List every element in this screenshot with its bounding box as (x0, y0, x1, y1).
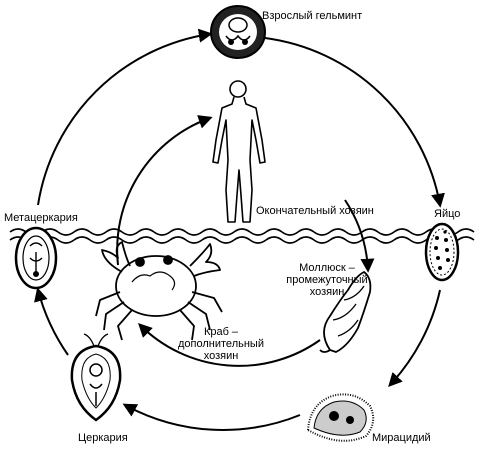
miracidium-icon (306, 393, 375, 442)
snail-icon (319, 270, 372, 353)
label-intermediate-host: Моллюск – промежуточный хозяин (282, 262, 372, 298)
arrow-egg-to-miracidium (388, 289, 441, 388)
crab-icon (95, 241, 223, 341)
label-intermediate-host-line-3: хозяин (309, 286, 345, 298)
label-miracidium: Мирацидий (372, 432, 431, 444)
label-definitive-host: Окончательный хозяин (256, 205, 374, 217)
arrow-metacercaria-to-adult (37, 28, 213, 206)
adult-fluke-icon (210, 5, 266, 59)
arrow-miracidium-to-cercaria (122, 403, 301, 431)
label-additional-host-line-3: хозяин (203, 350, 239, 362)
label-egg: Яйцо (434, 208, 461, 220)
label-additional-host: Краб – дополнительный хозяин (176, 326, 266, 362)
label-metacercaria: Метацеркария (4, 212, 78, 224)
label-additional-host-line-2: дополнительный (178, 338, 264, 350)
human-figure-icon (212, 80, 266, 223)
outer-cycle-arrows (34, 28, 445, 431)
label-adult-helminth: Взрослый гельминт (262, 10, 363, 22)
label-intermediate-host-line-1: Моллюск – (299, 262, 355, 274)
arrow-adult-to-egg (264, 37, 445, 208)
egg-icon (424, 222, 460, 282)
arrow-cercaria-to-metacercaria (34, 287, 69, 356)
metacercaria-icon (14, 226, 58, 290)
arrow-crab-to-human (116, 115, 213, 266)
water-surface (9, 228, 475, 244)
cercaria-icon (70, 333, 122, 422)
label-additional-host-line-1: Краб – (203, 326, 239, 338)
arrow-snail-to-crab (138, 323, 321, 367)
label-intermediate-host-line-2: промежуточный (286, 274, 368, 286)
label-cercaria: Церкария (78, 432, 128, 444)
